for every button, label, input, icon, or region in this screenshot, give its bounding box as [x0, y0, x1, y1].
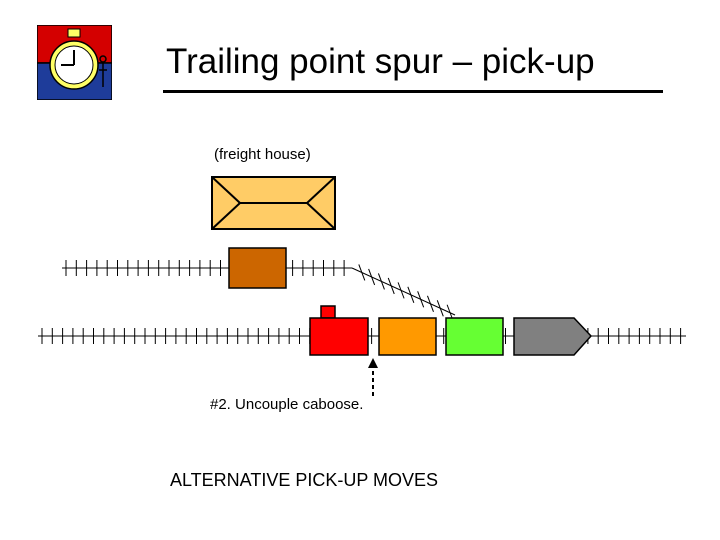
tie [397, 282, 405, 299]
tie [387, 277, 395, 295]
tie [358, 264, 366, 281]
locomotive [513, 317, 593, 356]
spur-freight-car [228, 247, 287, 289]
dashed-up-arrow-icon [368, 358, 378, 396]
tie [407, 286, 415, 304]
title-underline [163, 90, 663, 93]
tie [436, 300, 444, 317]
turnout-track [351, 264, 456, 321]
tie [427, 295, 434, 312]
stopwatch-icon [37, 25, 112, 100]
freight-house-label: (freight house) [214, 146, 311, 163]
freight-car-orange [378, 317, 437, 356]
caboose [309, 305, 369, 356]
footer-caption: ALTERNATIVE PICK-UP MOVES [170, 470, 439, 490]
rail [351, 267, 456, 316]
freight-car-green [445, 317, 504, 356]
tie [377, 273, 385, 290]
tie [368, 268, 376, 286]
spur-track [62, 260, 352, 276]
freight-house [211, 176, 336, 230]
slide-title: Trailing point spur – pick-up [166, 42, 595, 81]
step-caption: #2. Uncouple caboose. [210, 396, 364, 413]
tie [417, 291, 425, 308]
